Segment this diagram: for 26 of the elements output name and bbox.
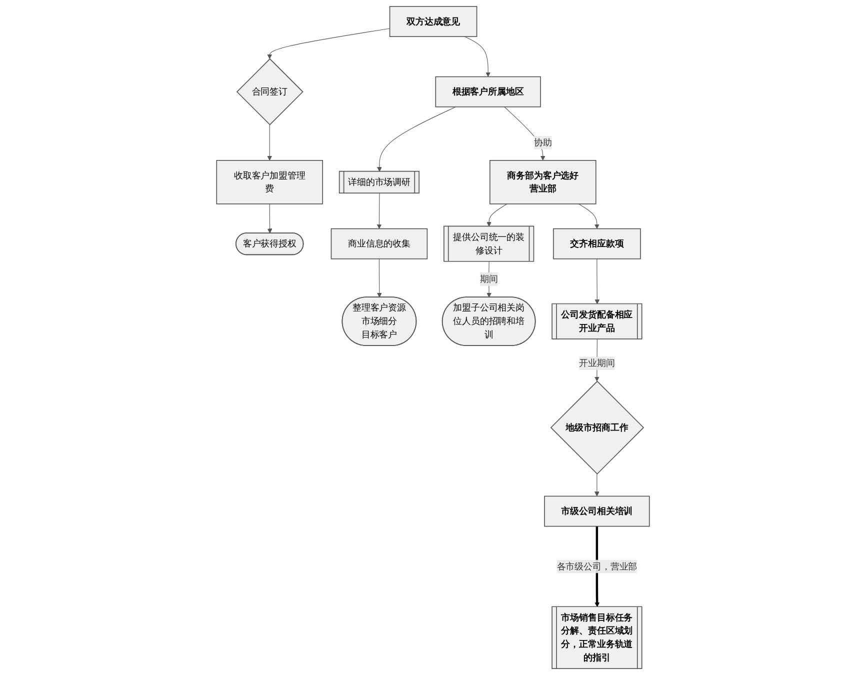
node-box: 市级公司相关培训 [544, 496, 650, 527]
arrow [267, 28, 390, 60]
edge-label: 期间 [480, 274, 498, 284]
arrow [594, 474, 600, 496]
arrow [578, 204, 600, 229]
node-box: 商务部为客户选好营业部 [489, 160, 596, 204]
arrow [267, 124, 272, 161]
arrow [464, 36, 491, 77]
edge-label: 开业期间 [579, 358, 615, 368]
node-diamond: 合同签订 [236, 58, 304, 126]
arrow [504, 106, 546, 161]
arrow [377, 106, 456, 172]
arrow [376, 258, 382, 298]
node-box: 根据客户所属地区 [435, 76, 541, 108]
arrow [486, 261, 492, 298]
node-box: 双方达成意见 [389, 6, 478, 37]
arrow [486, 204, 508, 227]
edge-label: 各市级公司，营业部 [556, 560, 638, 572]
node-box: 商业信息的收集 [330, 228, 428, 260]
arrow [594, 258, 600, 304]
edge-label: 协助 [534, 136, 552, 148]
arrow [267, 204, 272, 234]
node-box: 交齐相应款项 [553, 228, 641, 260]
node-box: 收取客户加盟管理费 [216, 160, 324, 204]
arrow [376, 193, 382, 229]
node-diamond: 地级市招商工作 [550, 380, 644, 474]
